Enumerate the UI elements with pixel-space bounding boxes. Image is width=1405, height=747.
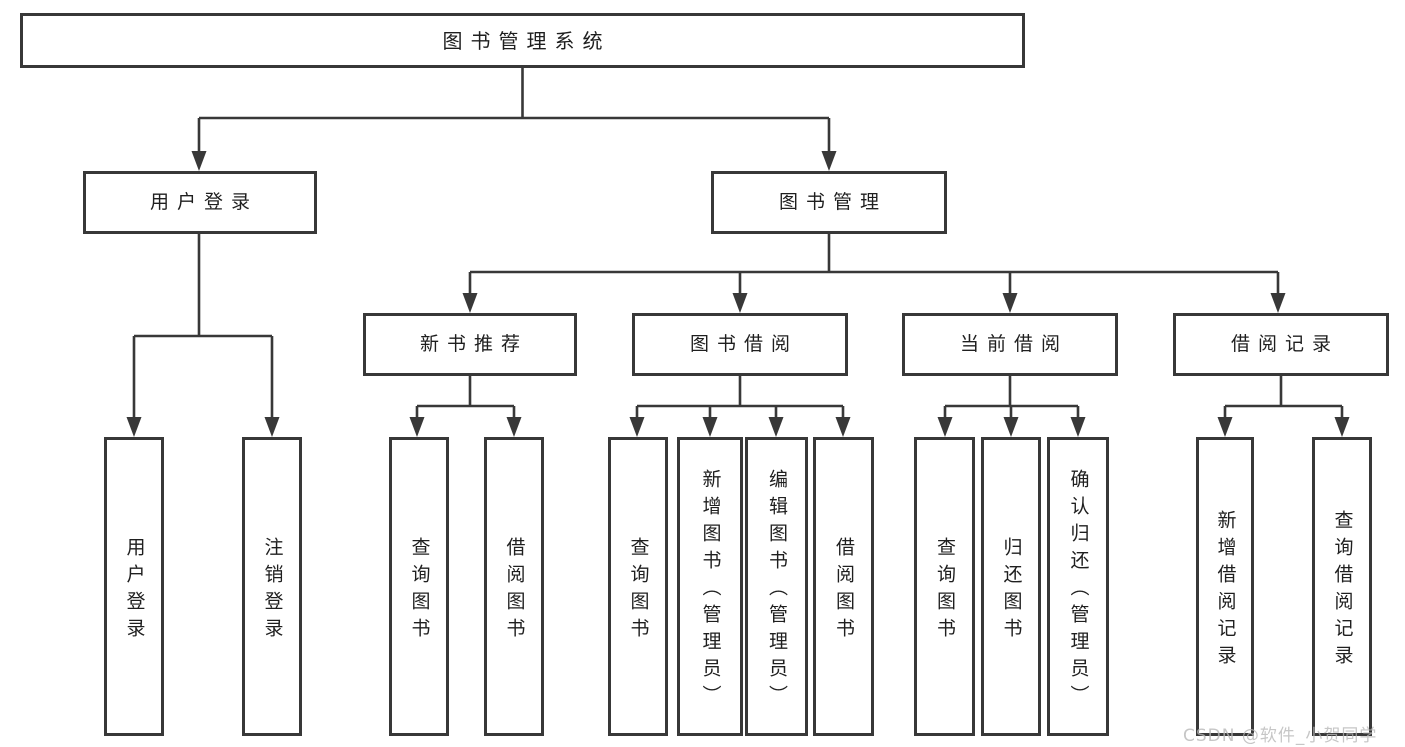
node-leaf-user-login-label: 用户登录	[123, 536, 146, 645]
node-current-borrowing-label: 当前借阅	[959, 333, 1068, 356]
node-book-borrowing-label: 图书借阅	[689, 333, 798, 356]
arrow-down-icon	[506, 417, 522, 437]
node-borrowing-records: 借阅记录	[1173, 313, 1389, 376]
node-book-borrowing: 图书借阅	[632, 313, 848, 376]
node-book-management: 图书管理	[711, 171, 947, 234]
arrow-down-icon	[1217, 417, 1233, 437]
watermark-text: CSDN @软件_小贺同学	[1183, 726, 1378, 746]
arrow-down-icon	[409, 417, 425, 437]
node-leaf-edit-books-admin: 编辑图书（管理员）	[745, 437, 808, 736]
node-leaf-logout-label: 注销登录	[261, 536, 284, 645]
node-leaf-return-books: 归还图书	[981, 437, 1041, 736]
arrow-down-icon	[1070, 417, 1086, 437]
node-library-system-label: 图书管理系统	[442, 28, 611, 53]
node-leaf-confirm-return-admin-label: 确认归还（管理员）	[1067, 469, 1090, 712]
node-leaf-return-books-label: 归还图书	[1000, 536, 1023, 645]
node-leaf-borrow-books-1: 借阅图书	[484, 437, 544, 736]
arrow-down-icon	[702, 417, 718, 437]
node-new-book-recommend-label: 新书推荐	[419, 333, 528, 356]
arrow-down-icon	[191, 151, 207, 171]
node-leaf-query-books-3-label: 查询图书	[934, 536, 956, 645]
node-leaf-add-books-admin-label: 新增图书（管理员）	[699, 469, 722, 712]
node-current-borrowing: 当前借阅	[902, 313, 1118, 376]
connector-new-book-recommend-children	[409, 376, 522, 437]
node-leaf-logout: 注销登录	[242, 437, 302, 736]
node-leaf-query-borrow-record: 查询借阅记录	[1312, 437, 1372, 736]
node-leaf-query-books-1-label: 查询图书	[408, 536, 431, 645]
node-borrowing-records-label: 借阅记录	[1230, 333, 1339, 356]
node-leaf-borrow-books-2-label: 借阅图书	[833, 536, 855, 645]
arrow-down-icon	[1003, 417, 1019, 437]
node-leaf-add-books-admin: 新增图书（管理员）	[677, 437, 743, 736]
node-leaf-query-books-1: 查询图书	[389, 437, 449, 736]
node-leaf-edit-books-admin-label: 编辑图书（管理员）	[766, 469, 788, 712]
arrow-down-icon	[937, 417, 953, 437]
node-new-book-recommend: 新书推荐	[363, 313, 577, 376]
arrow-down-icon	[835, 417, 851, 437]
node-leaf-borrow-books-2: 借阅图书	[813, 437, 874, 736]
node-book-management-label: 图书管理	[778, 191, 887, 214]
connector-user-login-children	[126, 234, 280, 437]
connector-root-to-level2	[191, 68, 837, 171]
connector-book-borrowing-children	[629, 376, 851, 437]
node-user-login-label: 用户登录	[149, 191, 258, 214]
arrow-down-icon	[1002, 293, 1018, 313]
arrow-down-icon	[264, 417, 280, 437]
node-leaf-query-borrow-record-label: 查询借阅记录	[1331, 509, 1354, 672]
node-leaf-borrow-books-1-label: 借阅图书	[503, 536, 526, 645]
arrow-down-icon	[1334, 417, 1350, 437]
node-leaf-user-login: 用户登录	[104, 437, 164, 736]
node-leaf-query-books-2: 查询图书	[608, 437, 668, 736]
node-leaf-add-borrow-record-label: 新增借阅记录	[1214, 509, 1237, 672]
arrow-down-icon	[462, 293, 478, 313]
node-user-login: 用户登录	[83, 171, 317, 234]
connector-current-borrowing-children	[937, 376, 1086, 437]
arrow-down-icon	[126, 417, 142, 437]
arrow-down-icon	[1270, 293, 1286, 313]
node-library-system: 图书管理系统	[20, 13, 1025, 68]
node-leaf-confirm-return-admin: 确认归还（管理员）	[1047, 437, 1109, 736]
connector-borrowing-records-children	[1217, 376, 1350, 437]
arrow-down-icon	[732, 293, 748, 313]
node-leaf-query-books-3: 查询图书	[914, 437, 975, 736]
connector-book-management-children	[462, 234, 1286, 313]
node-leaf-query-books-2-label: 查询图书	[627, 536, 650, 645]
arrow-down-icon	[768, 417, 784, 437]
node-leaf-add-borrow-record: 新增借阅记录	[1196, 437, 1254, 736]
arrow-down-icon	[629, 417, 645, 437]
arrow-down-icon	[821, 151, 837, 171]
